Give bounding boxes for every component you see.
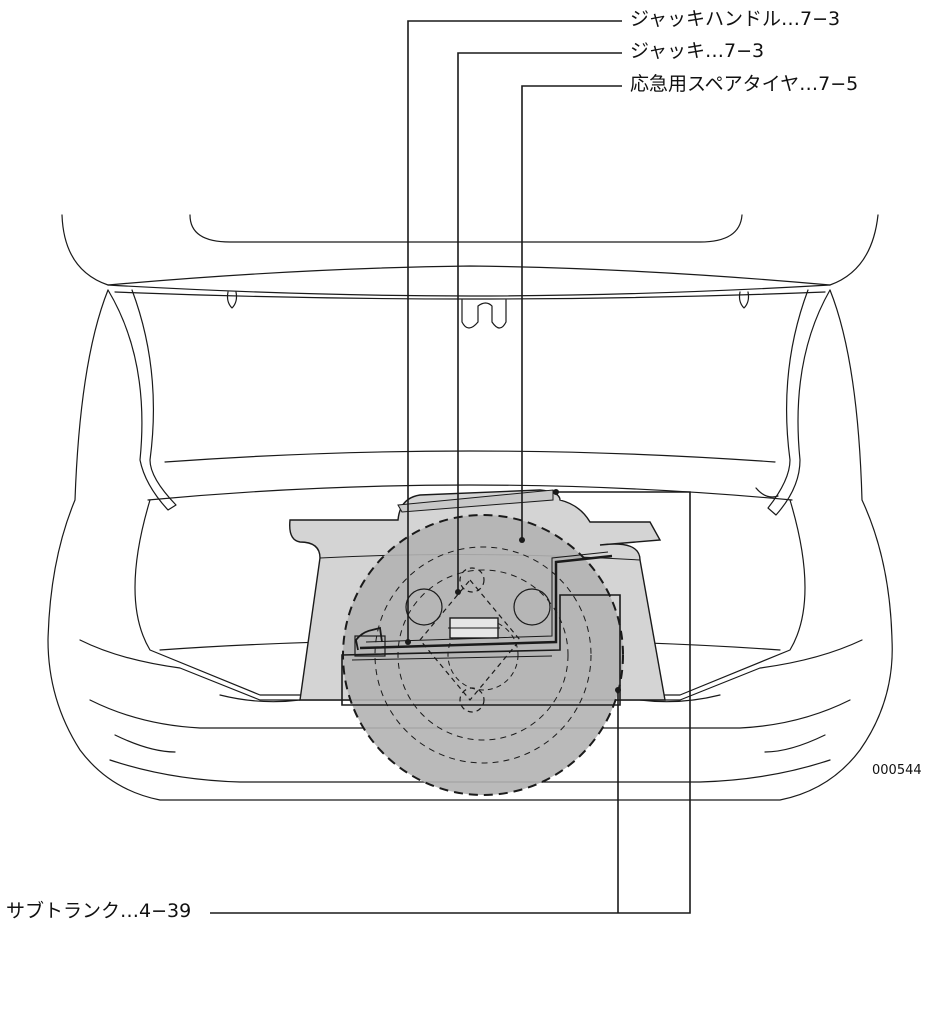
leader-sub-trunk bbox=[210, 491, 691, 914]
right-hinge bbox=[767, 289, 831, 516]
left-hinge bbox=[107, 289, 177, 511]
car-body-outline bbox=[47, 289, 893, 801]
leader-jack-handle bbox=[407, 20, 622, 642]
leader-jack bbox=[457, 52, 622, 592]
leader-spare-tire bbox=[521, 85, 622, 540]
jack-handle bbox=[359, 554, 613, 650]
callout-spare-tire: 応急用スペアタイヤ…7−5 bbox=[630, 73, 859, 95]
latch-striker bbox=[461, 299, 507, 329]
figure-code: 000544 bbox=[872, 763, 922, 778]
callout-jack: ジャッキ…7−3 bbox=[630, 40, 765, 62]
callout-sub-trunk: サブトランク…4−39 bbox=[6, 900, 192, 922]
leader-lines bbox=[210, 20, 691, 914]
jack bbox=[419, 567, 521, 713]
trunk-lid bbox=[61, 214, 879, 286]
callout-jack-handle: ジャッキハンドル…7−3 bbox=[630, 8, 841, 30]
sub-trunk bbox=[341, 594, 621, 706]
